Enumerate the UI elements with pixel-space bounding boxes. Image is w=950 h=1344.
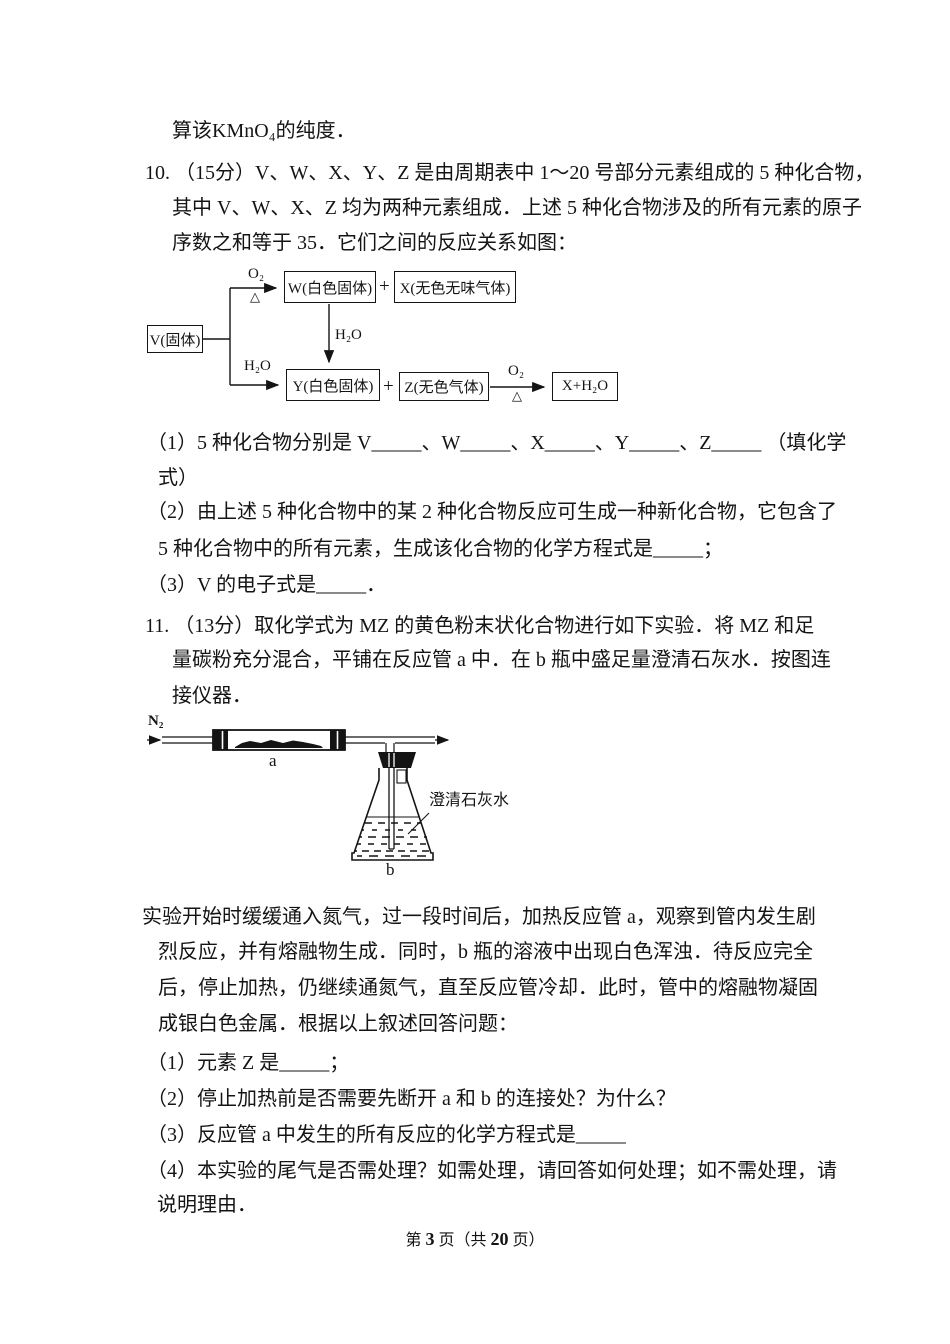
q11-sub3-line: （3）反应管 a 中发生的所有反应的化学方程式是_____ (147, 1124, 626, 1146)
q10-sub2-line-2: 5 种化合物中的所有元素，生成该化合物的化学方程式是_____； (158, 538, 723, 560)
q10-sub3-line: （3）V 的电子式是_____． (147, 574, 387, 596)
q11-sub4-line-1: （4）本实验的尾气是否需处理？如需处理，请回答如何处理；如不需处理，请 (147, 1160, 837, 1182)
limewater-label: 澄清石灰水 (429, 792, 510, 809)
delta-label-right: △ (512, 388, 522, 403)
plus-sign-bottom: + (383, 376, 394, 397)
box-x-plus-h2o: X+H₂O (552, 372, 618, 401)
q11-line-2: 量碳粉充分混合，平铺在反应管 a 中．在 b 瓶中盛足量澄清石灰水．按图连 (172, 649, 831, 671)
q10-sub1-line-2: 式） (158, 467, 198, 489)
box-w-white-solid: W(白色固体) (284, 271, 376, 303)
flask-b-label: b (386, 860, 395, 879)
q10-line-3: 序数之和等于 35．它们之间的反应关系如图： (172, 232, 577, 254)
apparatus-drawing (147, 729, 450, 861)
n2-gas-label: N₂ (148, 713, 164, 729)
q10-reaction-diagram: V(固体) W(白色固体) X(无色无味气体) Y(白色固体) Z(无色气体) … (145, 265, 635, 415)
delta-label-top: △ (250, 289, 260, 304)
footer-suffix: 页） (508, 1232, 545, 1249)
footer-page-number: 3 (425, 1229, 435, 1249)
q11-paragraph-line-1: 实验开始时缓缓通入氮气，过一段时间后，加热反应管 a，观察到管内发生剧 (142, 906, 816, 928)
h2o-label-middle: H₂O (335, 327, 362, 343)
plus-sign-top: + (379, 276, 390, 297)
o2-label-right: O₂ (508, 363, 525, 379)
q11-line-3: 接仪器． (172, 685, 252, 707)
box-x-colorless-odorless-gas: X(无色无味气体) (394, 271, 516, 303)
q10-line-2: 其中 V、W、X、Z 均为两种元素组成．上述 5 种化合物涉及的所有元素的原子 (172, 197, 862, 219)
footer-total-pages: 20 (490, 1229, 509, 1249)
q11-apparatus-diagram: N₂ a b 澄清石灰水 (145, 712, 525, 884)
q11-sub2-line: （2）停止加热前是否需要先断开 a 和 b 的连接处？为什么？ (147, 1088, 676, 1110)
reaction-arrows (203, 282, 546, 393)
q10-sub2-line-1: （2）由上述 5 种化合物中的某 2 种化合物反应可生成一种新化合物，它包含了 (147, 501, 837, 523)
q10-line-1: 10. （15分）V、W、X、Y、Z 是由周期表中 1～20 号部分元素组成的 … (145, 162, 875, 184)
footer-mid: 页（共 (434, 1232, 491, 1249)
o2-label-top: O₂ (248, 266, 265, 282)
q10-sub1-line-1: （1）5 种化合物分别是 V_____、W_____、X_____、Y_____… (147, 432, 847, 454)
box-y-white-solid: Y(白色固体) (286, 369, 380, 401)
h2o-label-bottom: H₂O (244, 358, 271, 374)
q11-paragraph-line-3: 后，停止加热，仍继续通氮气，直至反应管冷却．此时，管中的熔融物凝固 (158, 977, 818, 999)
page-footer: 第 3 页（共 20 页） (0, 1226, 950, 1250)
q11-line-1: 11. （13分）取化学式为 MZ 的黄色粉末状化合物进行如下实验．将 MZ 和… (145, 615, 815, 637)
q11-sub1-line: （1）元素 Z 是_____； (147, 1052, 350, 1074)
q11-paragraph-line-2: 烈反应，并有熔融物生成．同时，b 瓶的溶液中出现白色浑浊．待反应完全 (158, 941, 813, 963)
q11-sub4-line-2: 说明理由． (157, 1194, 257, 1216)
box-z-colorless-gas: Z(无色气体) (399, 372, 489, 401)
q11-paragraph-line-4: 成银白色金属．根据以上叙述回答问题： (158, 1013, 518, 1035)
tube-a-label: a (269, 751, 277, 770)
footer-prefix: 第 (405, 1232, 426, 1249)
q9-tail-line: 算该KMnO₄的纯度． (172, 120, 356, 142)
box-v-solid: V(固体) (147, 325, 203, 353)
